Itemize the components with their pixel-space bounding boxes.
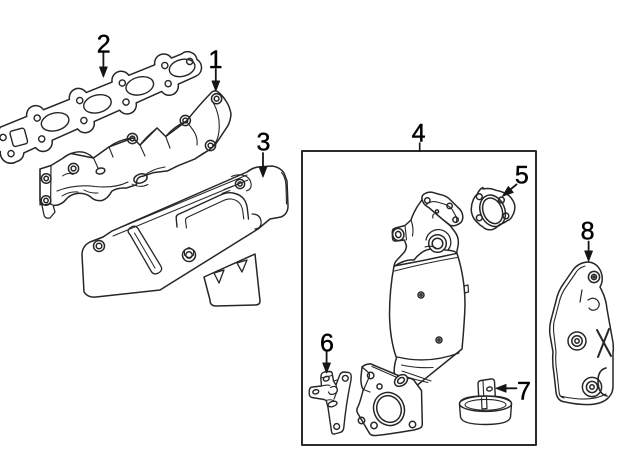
svg-text:3: 3	[257, 129, 271, 157]
svg-text:5: 5	[515, 162, 529, 190]
svg-text:1: 1	[209, 46, 223, 74]
svg-text:7: 7	[517, 378, 531, 406]
svg-text:2: 2	[97, 31, 111, 59]
svg-text:6: 6	[320, 330, 334, 358]
svg-text:8: 8	[581, 218, 595, 246]
svg-text:4: 4	[412, 120, 426, 148]
